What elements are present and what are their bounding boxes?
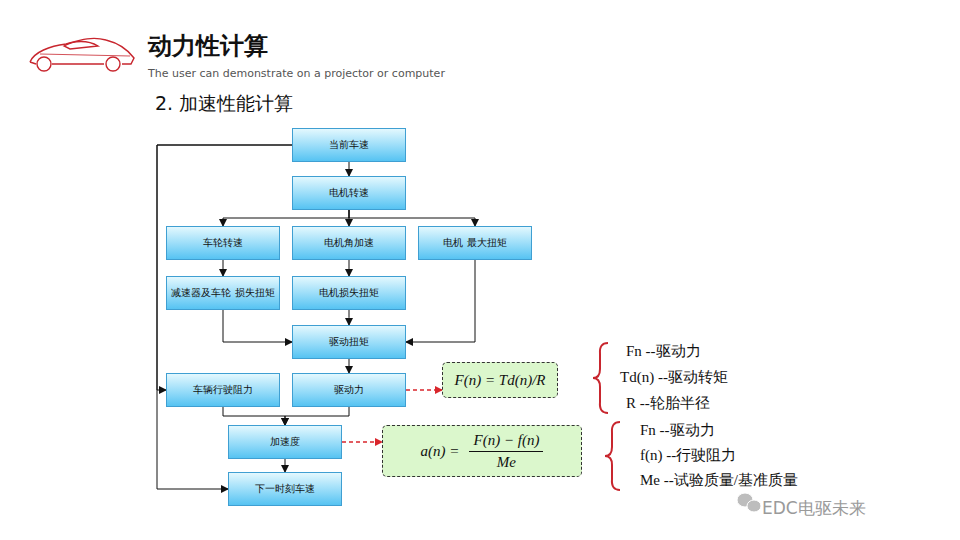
process-box: 电机角加速 [292,226,406,260]
flow-arrow [349,260,350,276]
symbol-note: Td(n) --驱动转矩 [620,368,728,387]
flow-arrow [349,310,350,325]
formula-text: F(n) − f(n) [469,432,543,452]
box-label: 减速器及车轮 损失扭矩 [171,287,274,300]
box-label: 驱动力 [334,384,364,397]
box-label: 电机转速 [329,187,369,200]
watermark: EDC电驱未来 [762,497,866,520]
symbol-note: R --轮胎半径 [626,394,710,413]
box-label: 加速度 [270,436,300,449]
process-box: 加速度 [228,425,342,459]
box-label: 车辆行驶阻力 [193,384,253,397]
symbol-note: Fn --驱动力 [640,421,715,440]
flow-arrow [406,260,475,342]
symbol-note: f(n) --行驶阻力 [640,446,736,465]
process-box: 驱动扭矩 [292,325,406,359]
symbol-note: Me --试验质量/基准质量 [640,471,798,490]
subtitle: The user can demonstrate on a projector … [148,67,445,80]
box-label: 驱动扭矩 [329,336,369,349]
box-label: 电机角加速 [324,237,374,250]
formula-box: a(n) = F(n) − f(n)Me [382,425,582,477]
box-label: 当前车速 [329,139,369,152]
process-box: 电机 最大扭矩 [418,226,532,260]
formula-text: Me [497,452,516,471]
fraction: F(n) − f(n)Me [469,432,543,471]
box-label: 下一时刻车速 [255,483,315,496]
process-box: 电机损失扭矩 [292,276,406,310]
flow-arrow [349,359,350,373]
process-box: 当前车速 [292,128,406,162]
wechat-icon [737,493,761,512]
callout-arrow [406,389,442,391]
formula-box: F(n) = Td(n)/R [442,362,558,398]
callout-arrow [342,441,382,443]
section-heading: 2. 加速性能计算 [155,91,293,117]
box-label: 电机 最大扭矩 [443,237,506,250]
process-box: 车辆行驶阻力 [166,373,280,407]
process-box: 减速器及车轮 损失扭矩 [166,276,280,310]
flow-arrow [223,310,292,342]
flow-arrow [223,210,349,226]
process-box: 驱动力 [292,373,406,407]
box-label: 电机损失扭矩 [319,287,379,300]
process-box: 下一时刻车速 [228,472,342,506]
box-label: 车轮转速 [203,237,243,250]
formula-text: a(n) = [421,443,460,460]
flow-arrow [223,407,285,425]
flow-arrow [157,145,292,390]
car-logo [30,38,134,71]
flow-arrow [285,407,349,425]
symbol-note: Fn --驱动力 [626,342,701,361]
curly-brace [593,343,620,490]
process-box: 电机转速 [292,176,406,210]
flow-arrow [349,210,475,226]
process-box: 车轮转速 [166,226,280,260]
flow-arrow [285,459,286,472]
slide-title: 动力性计算 [148,30,268,62]
flow-arrow [223,260,224,276]
flow-arrow [349,162,350,176]
formula-text: F(n) = Td(n)/R [455,372,546,389]
